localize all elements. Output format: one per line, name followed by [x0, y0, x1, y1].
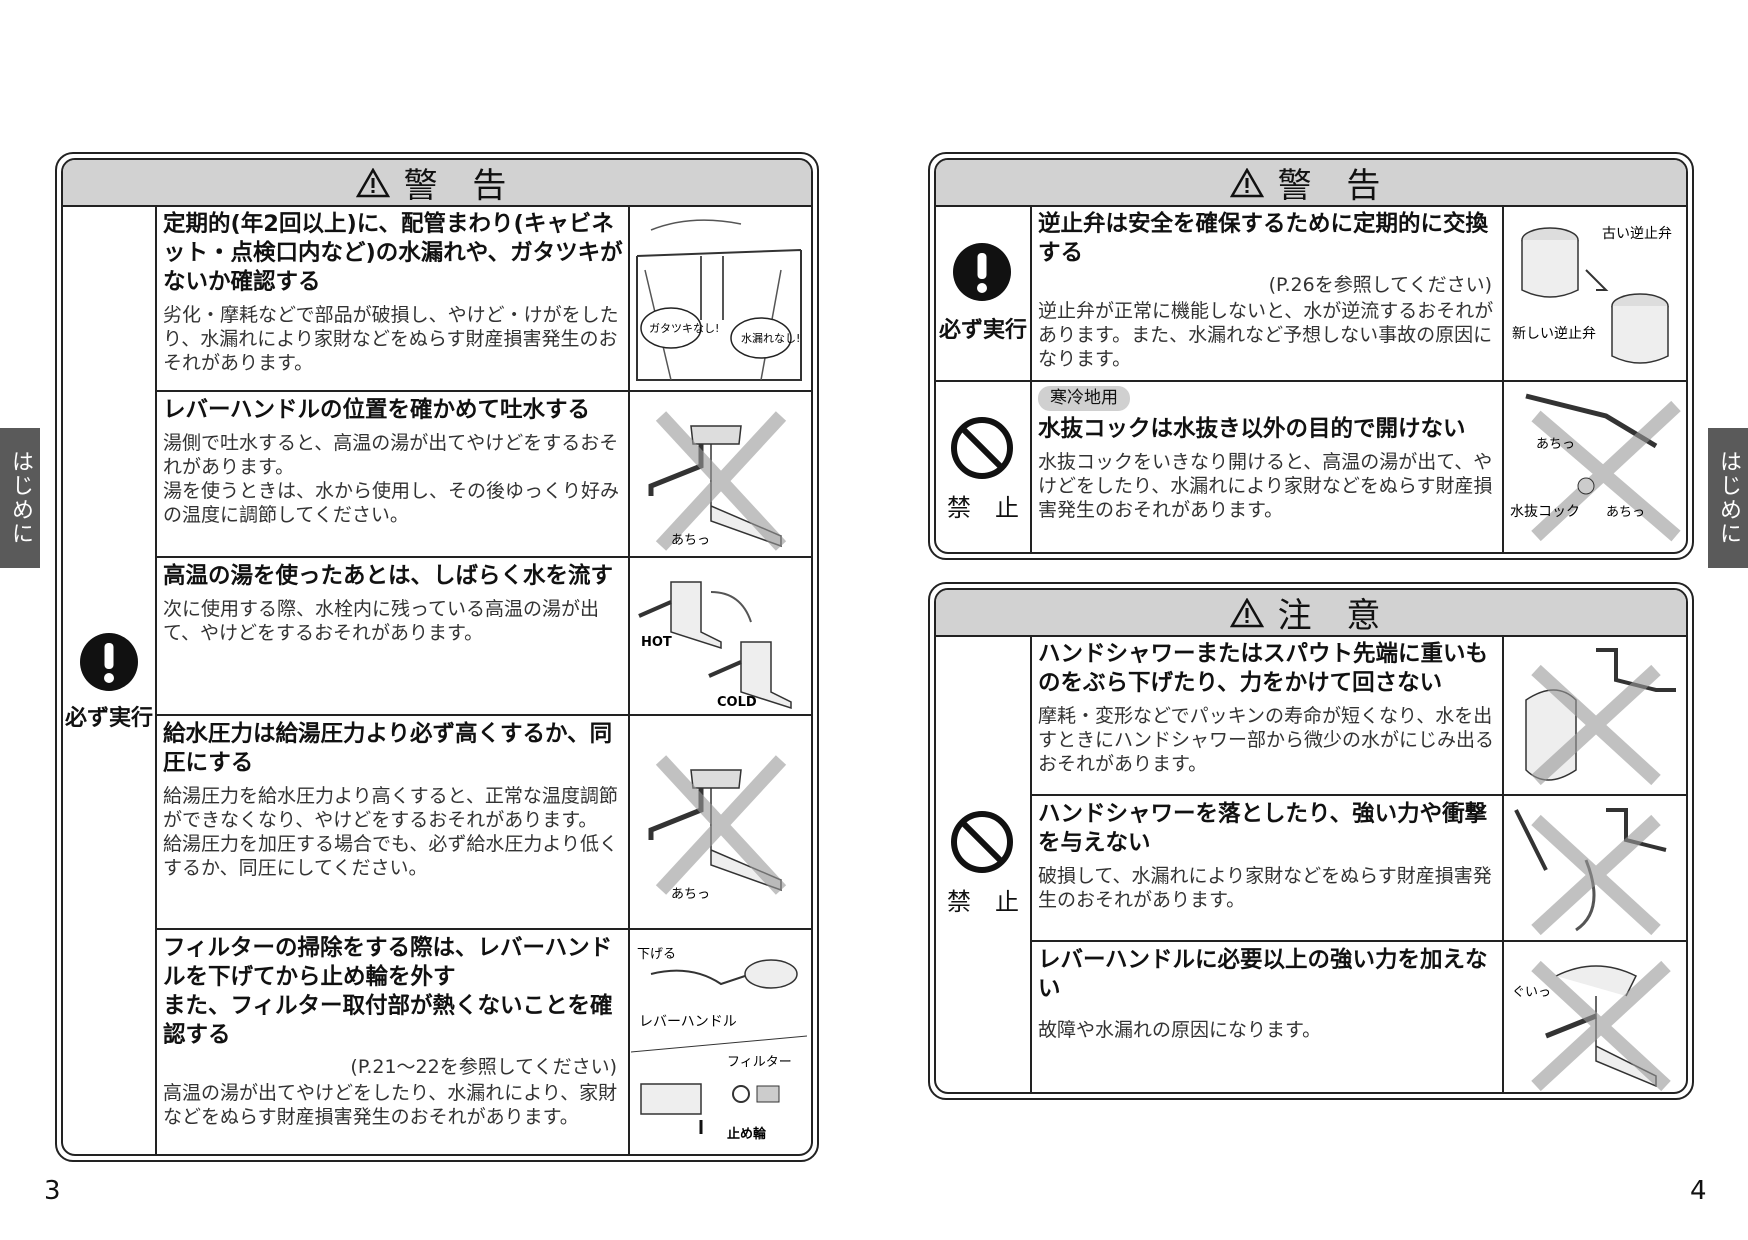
item-body: 摩耗・変形などでパッキンの寿命が短くなり、水を出すときにハンドシャワー部から微少… [1038, 705, 1495, 775]
faucet-prohibited-illustration: あちっ [648, 755, 787, 902]
item-title: 高温の湯を使ったあとは、しばらく水を流す [163, 563, 614, 589]
region-tag: 寒冷地用 [1038, 386, 1130, 411]
page-number-left: 3 [44, 1176, 61, 1206]
warning-triangle-icon [1229, 167, 1264, 197]
caution-header: 注 意 [936, 590, 1686, 637]
warning-header-label: 警 告 [403, 166, 519, 206]
img-label: あちっ [1606, 505, 1645, 520]
img-label: 古い逆止弁 [1602, 226, 1672, 242]
item-title: 定期的(年2回以上)に、配管まわり(キャビネット・点検口内など)の水漏れや、ガタ… [163, 211, 623, 295]
page-reference: (P.21〜22を参照してください) [350, 1056, 617, 1078]
category-label: 必ず実行 [64, 706, 153, 731]
category-label: 禁 止 [947, 494, 1019, 522]
item-body: 破損して、水漏れにより家財などをぬらす財産損害発生のおそれがあります。 [1038, 865, 1492, 911]
img-label: あちっ [1536, 437, 1575, 452]
img-label: 水抜コック [1510, 504, 1580, 520]
img-label: 止め輪 [727, 1126, 767, 1142]
mandatory-action-icon [953, 243, 1011, 301]
warning-item: 逆止弁は安全を確保するために定期的に交換する (P.26を参照してください) 逆… [1038, 210, 1498, 378]
item-body: 故障や水漏れの原因になります。 [1038, 1019, 1322, 1041]
dropping-shower-illustration [1514, 808, 1667, 936]
faucet-prohibited-illustration: あちっ [648, 411, 787, 551]
img-label: ぐいっ [1512, 985, 1551, 1000]
img-label: 新しい逆止弁 [1512, 326, 1596, 342]
warning-header-label: 警 告 [1277, 166, 1393, 206]
item-body: 給湯圧力を給水圧力より高くすると、正常な温度調節ができなくなり、やけどをするおそ… [163, 785, 619, 879]
chapter-tab-right[interactable]: はじめに [1708, 428, 1748, 568]
img-label: レバーハンドル [639, 1014, 737, 1030]
mandatory-action-icon [80, 633, 138, 691]
item-body: 水抜コックをいきなり開けると、高温の湯が出て、やけどをしたり、水漏れにより家財な… [1038, 451, 1493, 521]
img-label: フィルター [727, 1055, 792, 1070]
category-label: 禁 止 [947, 888, 1019, 916]
caution-panel: 注 意 禁 止 ハンドシャワーまたはスパウト先端に重いものをぶら下げたり、力をか… [928, 582, 1694, 1100]
warning-item: 給水圧力は給湯圧力より必ず高くするか、同圧にする 給湯圧力を給水圧力より高くする… [163, 720, 623, 926]
warning-header: 警 告 [63, 160, 811, 207]
hanging-weight-illustration [1525, 648, 1676, 786]
caution-item: ハンドシャワーまたはスパウト先端に重いものをぶら下げたり、力をかけて回さない 摩… [1038, 640, 1498, 792]
caution-item: レバーハンドルに必要以上の強い力を加えない 故障や水漏れの原因になります。 [1038, 946, 1498, 1092]
caution-item: ハンドシャワーを落としたり、強い力や衝撃を与えない 破損して、水漏れにより家財な… [1038, 800, 1498, 938]
check-valve-illustration: 古い逆止弁 新しい逆止弁 [1512, 226, 1672, 364]
caution-header-label: 注 意 [1277, 596, 1393, 636]
lever-force-illustration: ぐいっ [1512, 960, 1671, 1092]
item-body: 湯側で吐水すると、高温の湯が出てやけどをするおそれがあります。 湯を使うときは、… [163, 432, 620, 526]
img-label: HOT [641, 635, 672, 650]
drain-cock-illustration: あちっ 水抜コック あちっ [1510, 393, 1681, 542]
page-number-right: 4 [1690, 1176, 1707, 1206]
item-body: 逆止弁が正常に機能しないと、水が逆流するおそれがあります。また、水漏れなど予想し… [1038, 300, 1494, 370]
warning-header: 警 告 [936, 160, 1686, 207]
warning-panel-right: 警 告 必ず実行 逆止弁は安全を確保するために定期的に交換する (P.26を参照… [928, 152, 1694, 560]
warning-item: 高温の湯を使ったあとは、しばらく水を流す 次に使用する際、水栓内に残っている高温… [163, 562, 623, 712]
item-title: ハンドシャワーまたはスパウト先端に重いものをぶら下げたり、力をかけて回さない [1038, 641, 1489, 696]
item-title: 水抜コックは水抜き以外の目的で開けない [1038, 416, 1466, 442]
item-body: 次に使用する際、水栓内に残っている高温の湯が出て、やけどをするおそれがあります。 [163, 598, 600, 644]
warning-triangle-icon [355, 167, 390, 197]
filter-illustration: 下げる レバーハンドル フィルター 止め輪 [631, 947, 807, 1142]
page-reference: (P.26を参照してください) [1268, 274, 1492, 296]
warning-item: レバーハンドルの位置を確かめて吐水する 湯側で吐水すると、高温の湯が出てやけどを… [163, 396, 623, 554]
item-title: 逆止弁は安全を確保するために定期的に交換する [1038, 211, 1489, 266]
item-title: 給水圧力は給湯圧力より必ず高くするか、同圧にする [163, 721, 613, 776]
prohibited-icon [951, 811, 1013, 873]
chapter-tab-left[interactable]: はじめに [0, 428, 40, 568]
img-label: 水漏れなし! [741, 332, 800, 345]
warning-item: 定期的(年2回以上)に、配管まわり(キャビネット・点検口内など)の水漏れや、ガタ… [163, 210, 623, 388]
item-title: レバーハンドルの位置を確かめて吐水する [163, 397, 591, 423]
prohibited-icon [951, 417, 1013, 479]
img-label: ガタツキなし! [649, 322, 719, 335]
img-label: COLD [717, 695, 757, 710]
hot-cold-illustration: HOT COLD [638, 581, 792, 710]
img-label: あちっ [671, 887, 710, 902]
cabinet-illustration: ガタツキなし! 水漏れなし! [636, 219, 802, 381]
item-body: 劣化・摩耗などで部品が破損し、やけど・けがをしたり、水漏れにより家財などをぬらす… [163, 304, 619, 374]
item-title: ハンドシャワーを落としたり、強い力や衝撃を与えない [1038, 801, 1488, 856]
category-label: 必ず実行 [938, 318, 1027, 343]
item-title: レバーハンドルに必要以上の強い力を加えない [1038, 947, 1488, 1002]
warning-item: フィルターの掃除をする際は、レバーハンドルを下げてから止め輪を外す また、フィル… [163, 934, 623, 1156]
item-title: フィルターの掃除をする際は、レバーハンドルを下げてから止め輪を外す また、フィル… [163, 935, 613, 1048]
warning-triangle-icon [1229, 597, 1264, 627]
item-body: 高温の湯が出てやけどをしたり、水漏れにより、家財などをぬらす財産損害発生のおそれ… [163, 1082, 618, 1128]
warning-panel-left: 警 告 必ず実行 定期的(年2回以上)に、配管まわり(キャビネット・点検口内など… [55, 152, 819, 1162]
img-label: あちっ [671, 533, 710, 548]
img-label: 下げる [637, 947, 676, 962]
warning-item: 寒冷地用 水抜コックは水抜き以外の目的で開けない 水抜コックをいきなり開けると、… [1038, 386, 1498, 552]
